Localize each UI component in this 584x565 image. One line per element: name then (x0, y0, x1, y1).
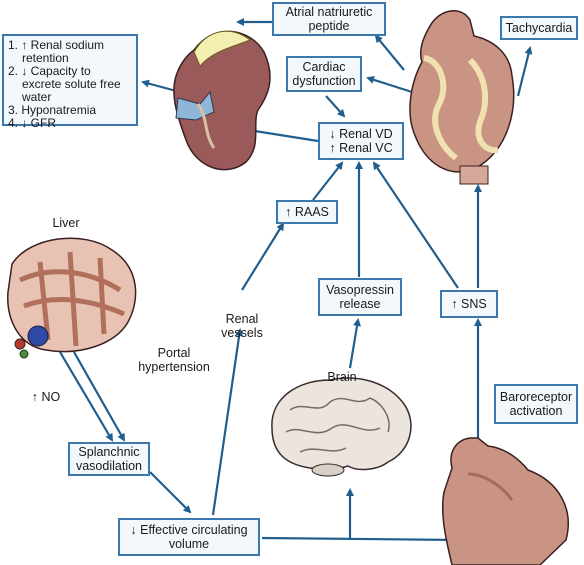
effective-circulating-volume-label: ↓ Effective circulating volume (130, 523, 248, 551)
splanchnic-vasodilation-box: Splanchnic vasodilation (68, 442, 150, 476)
arrow-ecv-to-heart2 (261, 535, 462, 544)
cardiac-dysfunction-label: Cardiac dysfunction (292, 60, 356, 88)
arrow-liver-to-splanchnic-1 (59, 351, 114, 442)
splanchnic-vasodilation-label: Splanchnic vasodilation (75, 445, 142, 473)
baroreceptor-activation-box: Baroreceptor activation (494, 384, 578, 424)
renal-effects-box: 1. ↑ Renal sodium retention 2. ↓ Capacit… (2, 34, 138, 130)
atrial-natriuretic-peptide-box: Atrial natriuretic peptide (272, 2, 386, 36)
arrow-splanchnic-to-ecv (149, 471, 192, 514)
arrow-heart-to-atrial (374, 34, 405, 71)
nitric-oxide-label: ↑ NO (31, 390, 61, 404)
heart-illustration-bottom (441, 437, 569, 565)
renal-effects-list: 1. ↑ Renal sodium retention 2. ↓ Capacit… (8, 39, 132, 130)
heart-illustration-top (409, 10, 515, 185)
effective-circulating-volume-box: ↓ Effective circulating volume (118, 518, 260, 556)
renal-effect-item: 2. ↓ Capacity to excrete solute free wat… (8, 64, 121, 104)
renal-effect-item: 1. ↑ Renal sodium retention (8, 38, 105, 65)
tachycardia-label: Tachycardia (505, 21, 573, 35)
arrow-brain-to-vasopressin (348, 318, 361, 369)
brain-illustration (271, 377, 412, 477)
liver-label: Liver (52, 216, 80, 230)
arrow-liver-to-splanchnic-2 (73, 351, 125, 442)
vasopressin-release-label: Vasopressin release (326, 283, 394, 311)
arrow-renal-vessels-to-raas (241, 222, 285, 291)
vasopressin-release-box: Vasopressin release (318, 278, 402, 316)
liver-illustration (7, 237, 137, 359)
renal-vd-vc-box: ↓ Renal VD ↑ Renal VC (318, 122, 404, 160)
brain-label: Brain (327, 370, 357, 384)
renal-effect-item: 3. Hyponatremia (8, 103, 97, 117)
renal-vessels-label: Renal vessels (221, 312, 263, 340)
sns-box: ↑ SNS (440, 290, 498, 318)
cardiac-dysfunction-box: Cardiac dysfunction (286, 56, 362, 92)
sns-label: ↑ SNS (451, 297, 487, 311)
kidney-illustration (173, 30, 271, 171)
arrow-cardiac-to-renal (325, 95, 346, 118)
arrow-ecv-to-renal-vessels (211, 328, 244, 516)
portal-hypertension-label: Portal hypertension (138, 346, 210, 374)
renal-vd-vc-label: ↓ Renal VD ↑ Renal VC (329, 127, 393, 155)
arrow-heart-to-tachycardia (516, 46, 533, 97)
arrow-heart-to-cardiac (366, 76, 413, 94)
baroreceptor-activation-label: Baroreceptor activation (499, 390, 573, 418)
raas-box: ↑ RAAS (276, 200, 338, 224)
arrow-sns-to-renal (372, 161, 459, 289)
arrow-raas-to-renal (312, 161, 344, 201)
renal-effect-item: 4. ↓ GFR (8, 116, 57, 130)
tachycardia-box: Tachycardia (500, 16, 578, 40)
atrial-natriuretic-peptide-label: Atrial natriuretic peptide (285, 5, 373, 33)
raas-label: ↑ RAAS (285, 205, 329, 219)
